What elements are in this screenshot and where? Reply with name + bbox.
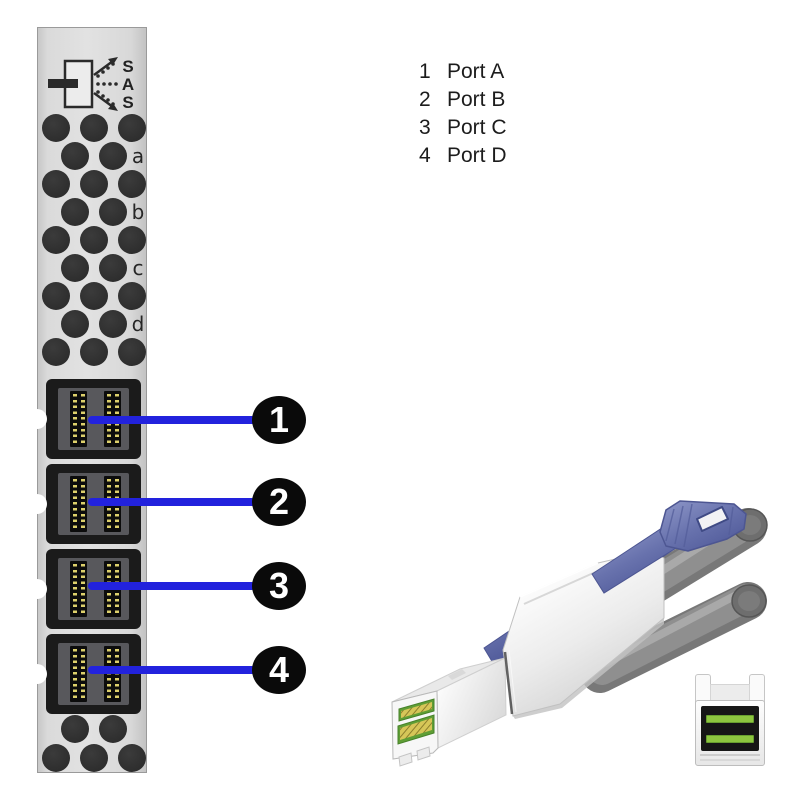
legend-item: 3 Port C (419, 114, 507, 142)
sas-cable-connector-illustration (391, 500, 768, 767)
vent-hole (118, 282, 146, 310)
vent-hole (61, 715, 89, 743)
vent-row-label-d: d (131, 312, 145, 336)
panel-notch (27, 664, 47, 684)
vent-hole (61, 254, 89, 282)
pull-tab-paddle (659, 500, 747, 552)
vent-hole (99, 198, 127, 226)
vent-hole (118, 338, 146, 366)
contact-bar (706, 735, 754, 743)
port-receptacle (58, 558, 129, 620)
pin-array (70, 561, 87, 617)
vent-hole (80, 744, 108, 772)
connector-face-icon (695, 672, 765, 766)
pin-array (104, 646, 121, 702)
pull-tab-hole (696, 506, 729, 532)
panel-notch (27, 409, 47, 429)
callout-line-4 (88, 666, 256, 674)
vent-row-label-b: b (131, 200, 145, 224)
vent-hole (80, 226, 108, 254)
pin-array (70, 391, 87, 447)
legend-number: 3 (419, 116, 431, 139)
vent-hole (118, 226, 146, 254)
callout-number: 1 (268, 399, 290, 440)
sas-letter: A (122, 75, 134, 94)
legend-item: 1 Port A (419, 58, 507, 86)
connector-shell (695, 700, 765, 766)
connector-feet (398, 746, 431, 767)
vent-hole (42, 114, 70, 142)
panel-notch (27, 579, 47, 599)
vent-hole (61, 198, 89, 226)
legend: 1 Port A 2 Port B 3 Port C 4 Port D (419, 58, 507, 170)
shell-seam (700, 754, 760, 756)
callout-number: 4 (268, 649, 290, 690)
callout-bubble-4: 4 (252, 646, 306, 694)
legend-label: Port A (447, 60, 505, 83)
connector-face (701, 706, 759, 751)
vent-hole (42, 338, 70, 366)
legend-label: Port D (447, 144, 507, 167)
pin-array (70, 646, 87, 702)
legend-number: 1 (419, 60, 431, 83)
vent-hole (99, 142, 127, 170)
vent-hole (61, 310, 89, 338)
panel-notch (27, 494, 47, 514)
vent-hole (42, 226, 70, 254)
sas-letter: S (122, 93, 133, 112)
vent-row-label-c: c (132, 256, 144, 280)
legend-item: 2 Port B (419, 86, 507, 114)
sas-logo-icon: S A S (48, 57, 134, 112)
vent-hole (118, 744, 146, 772)
vent-hole (118, 170, 146, 198)
vent-hole (42, 282, 70, 310)
vent-row-label-a: a (131, 144, 145, 168)
callout-line-3 (88, 582, 256, 590)
contact-bar (706, 715, 754, 723)
callout-line-1 (88, 416, 256, 424)
legend-number: 4 (419, 144, 431, 167)
vent-hole (99, 310, 127, 338)
legend-label: Port C (447, 116, 507, 139)
vent-hole (42, 744, 70, 772)
vent-hole (99, 254, 127, 282)
legend-item: 4 Port D (419, 142, 507, 170)
sas-port-d (46, 634, 141, 714)
callout-bubble-3: 3 (252, 562, 306, 610)
connector-boot (502, 550, 665, 719)
connector-head (391, 649, 517, 760)
callout-number: 3 (268, 565, 290, 606)
callout-bubble-1: 1 (252, 396, 306, 444)
vent-hole (80, 170, 108, 198)
shell-seam (700, 759, 760, 761)
vent-hole (61, 142, 89, 170)
sas-module-faceplate: S A S a b c d (27, 27, 147, 773)
vent-hole (80, 114, 108, 142)
vent-hole (80, 338, 108, 366)
port-receptacle (58, 643, 129, 705)
vent-hole (99, 715, 127, 743)
callout-bubble-2: 2 (252, 478, 306, 526)
callout-line-2 (88, 498, 256, 506)
pin-array (70, 476, 87, 532)
vent-hole (80, 282, 108, 310)
callout-number: 2 (268, 481, 290, 522)
legend-number: 2 (419, 88, 431, 111)
contact-slots (397, 698, 435, 745)
legend-label: Port B (447, 88, 506, 111)
sas-letter: S (122, 57, 133, 76)
vent-hole (118, 114, 146, 142)
vent-hole (42, 170, 70, 198)
